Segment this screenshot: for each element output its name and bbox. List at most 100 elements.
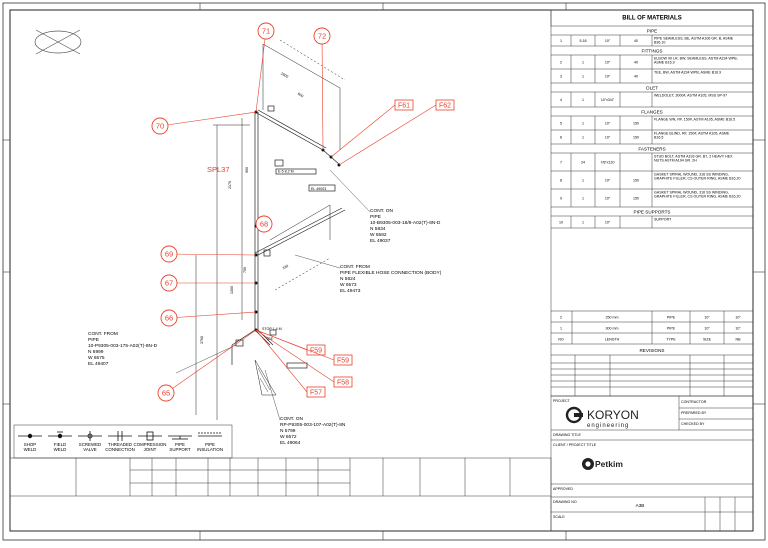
item-bubble-label: 71 <box>262 27 270 36</box>
bom-item-qty: 1 <box>582 122 584 126</box>
bom-section-pipe_supports: PIPE SUPPORTS <box>634 210 671 215</box>
flow-box-label: F59 <box>337 358 349 365</box>
shop-weld-icon <box>18 433 42 439</box>
flow-box <box>333 354 353 366</box>
item-bubble-label: 66 <box>165 314 173 323</box>
tb-label-drawing-title: DRAWING TITLE <box>553 433 582 437</box>
screwed-valve-icon <box>78 431 102 441</box>
bom-item-sch: 40 <box>634 61 638 65</box>
connection-note-line: N 5799 <box>280 428 296 434</box>
legend: SHOPWELDFIELDWELDSCREWEDVALVETHREADEDCON… <box>18 431 223 452</box>
item-bubble <box>313 27 331 45</box>
bom-item-no: 5 <box>560 122 562 126</box>
bom-item-desc-line: B16.5 <box>654 136 663 140</box>
dimension-label: 3760 <box>200 336 204 344</box>
sheet-size: A3B <box>636 503 645 508</box>
connection-note-line: N 6999 <box>88 349 104 355</box>
item-bubble <box>160 274 178 292</box>
item-bubble-label: 68 <box>260 220 268 229</box>
bom-item-qty: 1 <box>582 197 584 201</box>
design-cell-c: PIPE <box>667 316 676 320</box>
tb-label-drawing-no: DRAWING NO <box>553 500 577 504</box>
callout-e5: E-5 8.2 M <box>278 170 294 174</box>
bom-section-fasteners: FASTENERS <box>638 147 665 152</box>
item-bubble-label: 70 <box>156 122 164 131</box>
bom-item-size: 10" <box>605 122 611 126</box>
bom-item-desc: STUD BOLT, ASTM A193 GR. B7, 2 HEAVY HEX… <box>654 155 733 163</box>
connection-note-title: CONT. FROM <box>88 331 118 337</box>
design-header-a: NO <box>558 338 564 342</box>
design-header-b: LENGTH <box>605 338 620 342</box>
tb-label-project: PROJECT <box>553 399 571 403</box>
bom-item-sch: 150 <box>633 122 639 126</box>
design-header-c: TYPE <box>666 338 676 342</box>
item-bubble <box>151 117 169 135</box>
tb-label-scale: SCALE <box>553 515 565 519</box>
threaded-connection-icon <box>108 431 132 441</box>
connection-note-line: W 6575 <box>88 355 105 361</box>
bom-item-no: 4 <box>560 98 562 102</box>
dimension-label: 1800 <box>280 71 289 78</box>
legend-label: CONNECTION <box>105 447 135 452</box>
flow-box <box>333 376 353 388</box>
pipe-insulation-icon <box>198 432 222 437</box>
bom-item-desc: WELDOLET, 3000#, ASTM A105, MSS SP-97 <box>654 94 727 98</box>
bom-item-size: 10" <box>605 61 611 65</box>
bom-section-flanges: FLANGES <box>641 110 662 115</box>
bom-item-no: 1 <box>560 39 562 43</box>
bom-item-desc-line: STUD BOLT, ASTM A193 GR. B7, 2 HEAVY HEX <box>654 155 733 159</box>
bom-item-desc-line: PIPE SEAMLESS, BE, ASTM A106 GR. B, ASME <box>654 37 734 41</box>
bom-item-desc-line: TEE, BW, ASTM A234 WPB, ASME B16.9 <box>654 71 721 75</box>
bom-item-size: 10"x3/4" <box>601 98 615 102</box>
item-bubble-label: 69 <box>165 250 173 259</box>
bubble-leader <box>168 311 257 319</box>
bom-item-no: 9 <box>560 197 562 201</box>
company-subtitle: engineering <box>587 423 629 429</box>
design-header-e: NB <box>736 338 742 342</box>
flow-arrow <box>255 329 335 361</box>
bom-section-olet: OLET <box>646 86 658 91</box>
bom-item-desc-line: GASKET SPIRAL WOUND, 316 SS WINDING, <box>654 173 729 177</box>
bom-item-desc: ELBOW 90 LR, BW, SEAMLESS, ASTM A234 WPB… <box>654 57 738 65</box>
bom-item-desc-line: WELDOLET, 3000#, ASTM A105, MSS SP-97 <box>654 94 727 98</box>
item-bubble <box>257 22 275 40</box>
connection-note-line: PIPE <box>88 337 99 343</box>
bom-item-desc-line: NUTS ASTM A194 GR. 2H <box>654 159 697 163</box>
bom-item-qty: 1 <box>582 75 584 79</box>
bom-item-desc-line: ASME B16.9 <box>654 61 675 65</box>
bom-item-no: 8 <box>560 179 562 183</box>
bom-item-desc: TEE, BW, ASTM A234 WPB, ASME B16.9 <box>654 71 721 75</box>
bom-section-fittings: FITTINGS <box>642 49 663 54</box>
bom-item-size: 10" <box>605 136 611 140</box>
tb-label-contractor: CONTRACTOR <box>681 400 707 404</box>
isometric-piping <box>175 39 371 421</box>
item-bubble <box>160 245 178 263</box>
flow-box-label: F62 <box>439 103 451 110</box>
connection-note-line: 10-B9305-003-18/8-A02(T)-8N-D <box>370 220 441 226</box>
dimension-label: 1300 <box>230 286 234 294</box>
bom-item-sch: 150 <box>633 179 639 183</box>
flow-box-label: F58 <box>337 380 349 387</box>
connection-note-line: N 5624 <box>340 276 356 282</box>
connection-note-line: W 6572 <box>280 434 297 440</box>
legend-box <box>13 424 233 459</box>
bom-item-desc-line: GRAPHITE FILLER, CS OUTER RING, ASME B16… <box>654 195 740 199</box>
bubble-leader <box>159 111 257 127</box>
design-cell-a: 2 <box>560 316 562 320</box>
item-bubble <box>160 309 178 327</box>
tb-label-client: CLIENT / PROJECT TITLE <box>553 443 597 447</box>
flow-arrow <box>330 104 396 158</box>
tb-label-prepared: PREPARED BY <box>681 411 707 415</box>
item-bubble <box>255 215 273 233</box>
design-cell-b: 300 mm <box>606 327 619 331</box>
legend-label: WELD <box>54 447 67 452</box>
bom-item-desc: FLANGE WN, RF, 150#, ASTM A105, ASME B16… <box>654 118 735 122</box>
revisions-title: REVISIONS <box>639 348 664 353</box>
design-cell-d: 10" <box>704 327 710 331</box>
design-cell-e: 10" <box>735 327 741 331</box>
flow-arrow <box>255 329 308 393</box>
